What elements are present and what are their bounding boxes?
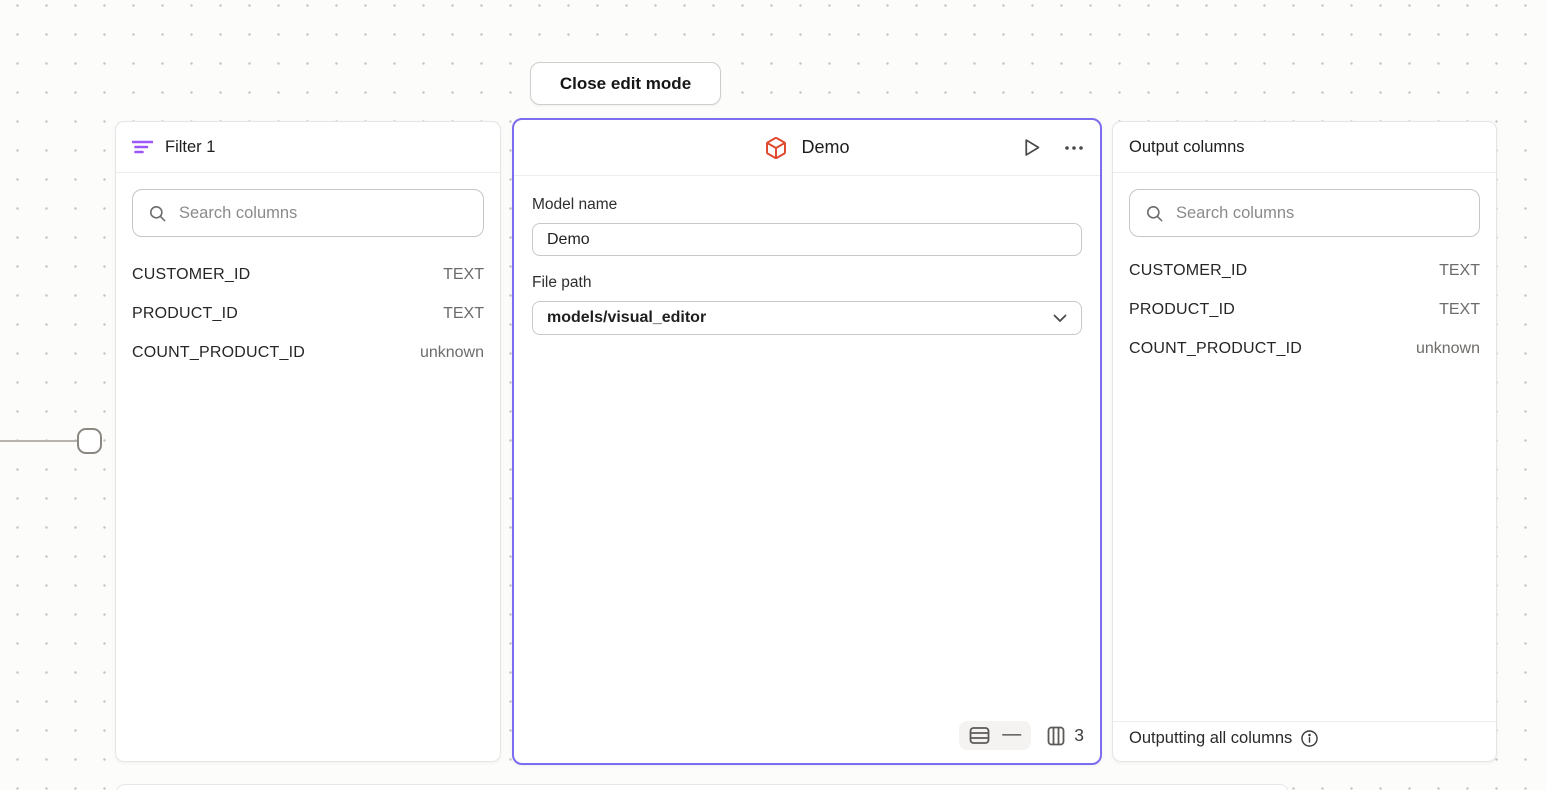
output-footer-text: Outputting all columns bbox=[1129, 729, 1293, 747]
column-count-indicator[interactable]: 3 bbox=[1047, 725, 1084, 746]
info-icon[interactable] bbox=[1300, 729, 1319, 748]
column-row[interactable]: CUSTOMER_ID TEXT bbox=[1129, 251, 1480, 290]
file-path-value: models/visual_editor bbox=[547, 309, 707, 326]
output-columns-panel[interactable]: Output columns CUSTOMER_ID TEXT PRODUCT_… bbox=[1112, 121, 1497, 762]
column-type: unknown bbox=[1415, 339, 1480, 357]
column-name: PRODUCT_ID bbox=[132, 304, 239, 322]
output-panel-title: Output columns bbox=[1129, 137, 1245, 156]
model-node-panel[interactable]: Demo Model nam bbox=[512, 118, 1102, 765]
chevron-down-icon bbox=[1053, 314, 1067, 323]
column-name: CUSTOMER_ID bbox=[132, 265, 251, 283]
model-name-input[interactable] bbox=[532, 223, 1082, 256]
column-type: unknown bbox=[419, 343, 484, 361]
filter-search-box[interactable] bbox=[132, 189, 484, 237]
table-columns-icon bbox=[1047, 726, 1065, 746]
edge-connector-line bbox=[0, 440, 78, 442]
model-panel-body: Model name File path models/visual_edito… bbox=[514, 176, 1100, 721]
column-count-value: 3 bbox=[1074, 725, 1084, 745]
output-panel-footer: Outputting all columns bbox=[1113, 721, 1496, 761]
file-path-label: File path bbox=[532, 274, 592, 291]
column-type: TEXT bbox=[443, 304, 484, 322]
more-options-button[interactable] bbox=[1064, 145, 1084, 151]
filter-lines-icon bbox=[132, 138, 153, 156]
table-rows-icon bbox=[969, 726, 990, 745]
column-name: COUNT_PRODUCT_ID bbox=[1129, 339, 1302, 357]
column-type: TEXT bbox=[1439, 300, 1480, 318]
row-count-value: — bbox=[1002, 723, 1022, 745]
model-name-label: Model name bbox=[532, 196, 618, 213]
filter-node-panel[interactable]: Filter 1 CUSTOMER_ID TEXT PRODUCT_ID TEX… bbox=[115, 121, 501, 762]
play-icon bbox=[1021, 137, 1042, 158]
edge-endpoint-handle[interactable] bbox=[77, 428, 102, 454]
column-type: TEXT bbox=[443, 265, 484, 283]
filter-panel-header: Filter 1 bbox=[116, 122, 500, 173]
model-panel-footer: — 3 bbox=[514, 721, 1100, 763]
bottom-panel-edge bbox=[116, 784, 1289, 790]
cube-icon bbox=[764, 135, 788, 161]
column-type: TEXT bbox=[1439, 261, 1480, 279]
column-name: COUNT_PRODUCT_ID bbox=[132, 343, 305, 361]
column-row[interactable]: PRODUCT_ID TEXT bbox=[1129, 290, 1480, 329]
column-row[interactable]: CUSTOMER_ID TEXT bbox=[132, 255, 484, 294]
filter-panel-title: Filter 1 bbox=[165, 137, 216, 156]
column-row[interactable]: PRODUCT_ID TEXT bbox=[132, 294, 484, 333]
close-edit-mode-button[interactable]: Close edit mode bbox=[530, 62, 721, 105]
filter-search-input[interactable] bbox=[179, 203, 468, 223]
output-search-input[interactable] bbox=[1176, 203, 1464, 223]
model-panel-header: Demo bbox=[514, 120, 1100, 176]
column-name: PRODUCT_ID bbox=[1129, 300, 1236, 318]
search-icon bbox=[1145, 204, 1164, 223]
run-model-button[interactable] bbox=[1021, 137, 1042, 158]
output-column-list: CUSTOMER_ID TEXT PRODUCT_ID TEXT COUNT_P… bbox=[1129, 251, 1480, 368]
output-panel-header: Output columns bbox=[1113, 122, 1496, 173]
filter-column-list: CUSTOMER_ID TEXT PRODUCT_ID TEXT COUNT_P… bbox=[132, 255, 484, 372]
column-row[interactable]: COUNT_PRODUCT_ID unknown bbox=[132, 333, 484, 372]
ellipsis-icon bbox=[1064, 145, 1084, 151]
column-row[interactable]: COUNT_PRODUCT_ID unknown bbox=[1129, 329, 1480, 368]
model-panel-title: Demo bbox=[801, 137, 850, 157]
row-count-indicator[interactable]: — bbox=[959, 721, 1032, 750]
output-search-box[interactable] bbox=[1129, 189, 1480, 237]
search-icon bbox=[148, 204, 167, 223]
column-name: CUSTOMER_ID bbox=[1129, 261, 1248, 279]
file-path-select[interactable]: models/visual_editor bbox=[532, 301, 1082, 335]
